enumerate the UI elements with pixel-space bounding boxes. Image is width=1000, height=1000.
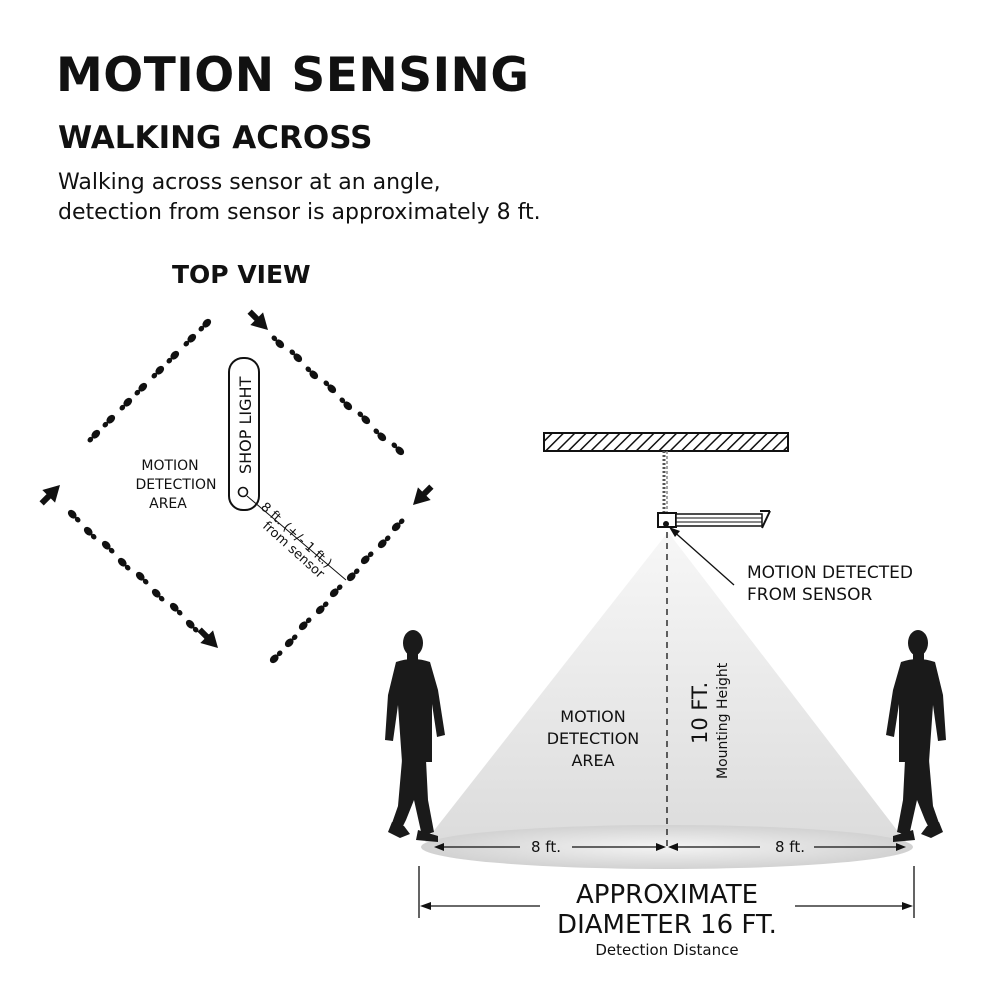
diameter-line-2: DIAMETER 16 FT. <box>557 910 777 940</box>
sensor-callout-line-2: FROM SENSOR <box>747 585 872 605</box>
left-radius-arrow <box>434 843 666 851</box>
top-area-line-1: MOTION <box>141 458 198 474</box>
height-label: Mounting Height <box>715 662 731 779</box>
right-radius-label: 8 ft. <box>775 838 805 856</box>
floor-detection-ellipse <box>421 825 913 869</box>
sensor-callout-line <box>670 528 735 586</box>
sensor-callout-line-1: MOTION DETECTED <box>747 563 913 583</box>
page-subtitle: WALKING ACROSS <box>58 120 373 156</box>
arrow-right-icon <box>406 480 438 512</box>
shop-light-fixture: SHOP LIGHT <box>228 357 260 511</box>
side-area-line-3: AREA <box>571 751 614 770</box>
description-line-2: detection from sensor is approximately 8… <box>58 200 541 225</box>
left-person-silhouette <box>385 630 445 842</box>
right-person-silhouette <box>886 630 946 842</box>
diameter-sub: Detection Distance <box>595 941 738 959</box>
page-title: MOTION SENSING <box>56 48 530 103</box>
sensor-callout-arrow-icon <box>669 527 680 537</box>
diameter-line-1: APPROXIMATE <box>576 880 758 910</box>
top-area-line-3: AREA <box>149 496 187 512</box>
arrow-bottom-icon <box>193 623 225 655</box>
shop-light-label: SHOP LIGHT <box>236 376 255 474</box>
side-fixture <box>657 510 771 529</box>
side-area-line-1: MOTION <box>560 707 625 726</box>
side-sensor-icon <box>663 521 669 527</box>
diameter-dimension <box>418 866 915 918</box>
top-distance-line <box>246 495 347 581</box>
top-area-line-2: DETECTION <box>136 477 217 493</box>
hanging-chain <box>662 451 668 514</box>
arrow-top-icon <box>243 305 275 337</box>
side-area-line-2: DETECTION <box>547 729 640 748</box>
top-view-label: TOP VIEW <box>172 260 311 289</box>
description-line-1: Walking across sensor at an angle, <box>58 170 441 195</box>
description: Walking across sensor at an angle, detec… <box>58 168 541 228</box>
detection-cone <box>425 532 906 842</box>
sensor-icon <box>237 486 249 498</box>
left-radius-label: 8 ft. <box>531 838 561 856</box>
height-value: 10 FT. <box>688 682 712 744</box>
right-radius-arrow <box>668 843 906 851</box>
ceiling-beam <box>543 432 789 452</box>
arrow-left-icon <box>35 478 67 510</box>
